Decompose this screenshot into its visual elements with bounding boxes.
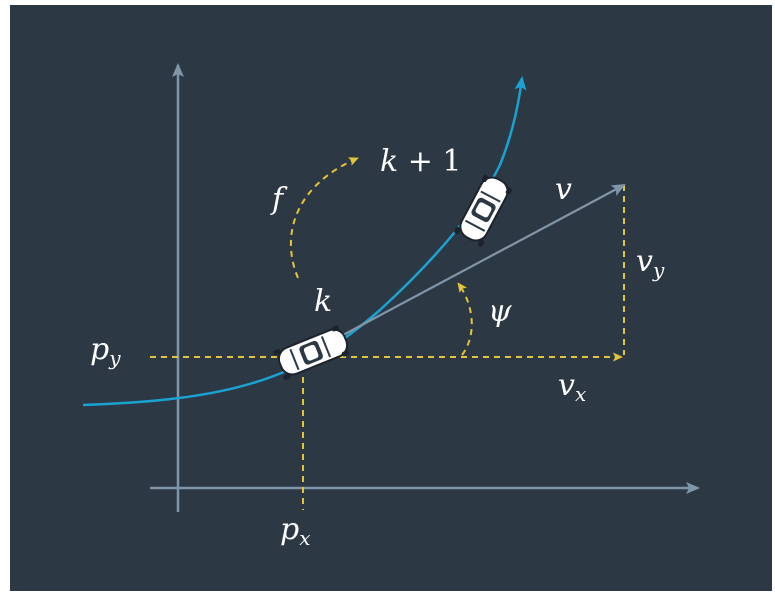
car-icon [273,325,349,381]
label-k-plus-1: k + 1 [380,144,462,179]
label-px: px [280,512,311,550]
car-icon [454,174,512,247]
psi-angle-arc [457,282,473,356]
transition-arc-f [289,157,359,279]
label-vx: vx [558,368,587,406]
label-k: k [314,284,333,319]
label-vy: vy [636,244,665,282]
diagram-canvas: px py vx vy v ψ f k k + 1 [10,5,772,591]
label-f: f [272,182,284,217]
velocity-vector [314,184,626,351]
label-v: v [555,172,572,207]
label-py: py [90,332,121,370]
label-psi: ψ [488,294,512,329]
trajectory-curve [82,76,527,407]
